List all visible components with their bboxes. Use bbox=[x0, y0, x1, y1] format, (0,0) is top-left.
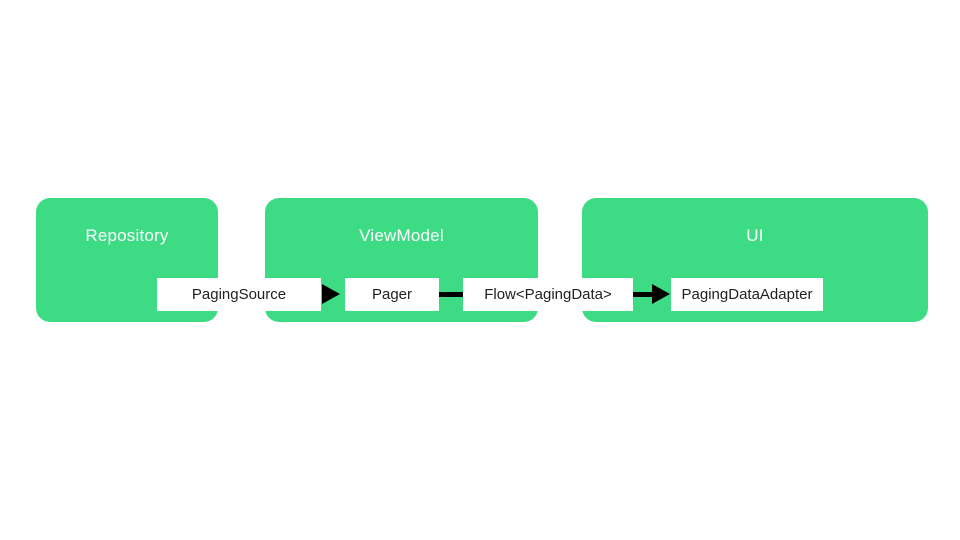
arrowhead-flow-to-pagingdataadapter-icon bbox=[652, 284, 670, 304]
connector-pager-to-flow bbox=[436, 292, 468, 297]
layer-title-viewmodel: ViewModel bbox=[359, 226, 444, 245]
arrowhead-pagingsource-to-pager-icon bbox=[322, 284, 340, 304]
layer-title-repository: Repository bbox=[85, 226, 169, 245]
node-chip-pagingdataadapter: PagingDataAdapter bbox=[671, 278, 823, 311]
node-chip-flow-pagingdata: Flow<PagingData> bbox=[463, 278, 633, 311]
layer-box-repository: Repository bbox=[36, 198, 218, 322]
node-chip-pagingsource: PagingSource bbox=[157, 278, 321, 311]
layer-title-ui: UI bbox=[746, 226, 764, 245]
node-chip-pager: Pager bbox=[345, 278, 439, 311]
connector-flow-to-pagingdataadapter bbox=[628, 292, 658, 297]
